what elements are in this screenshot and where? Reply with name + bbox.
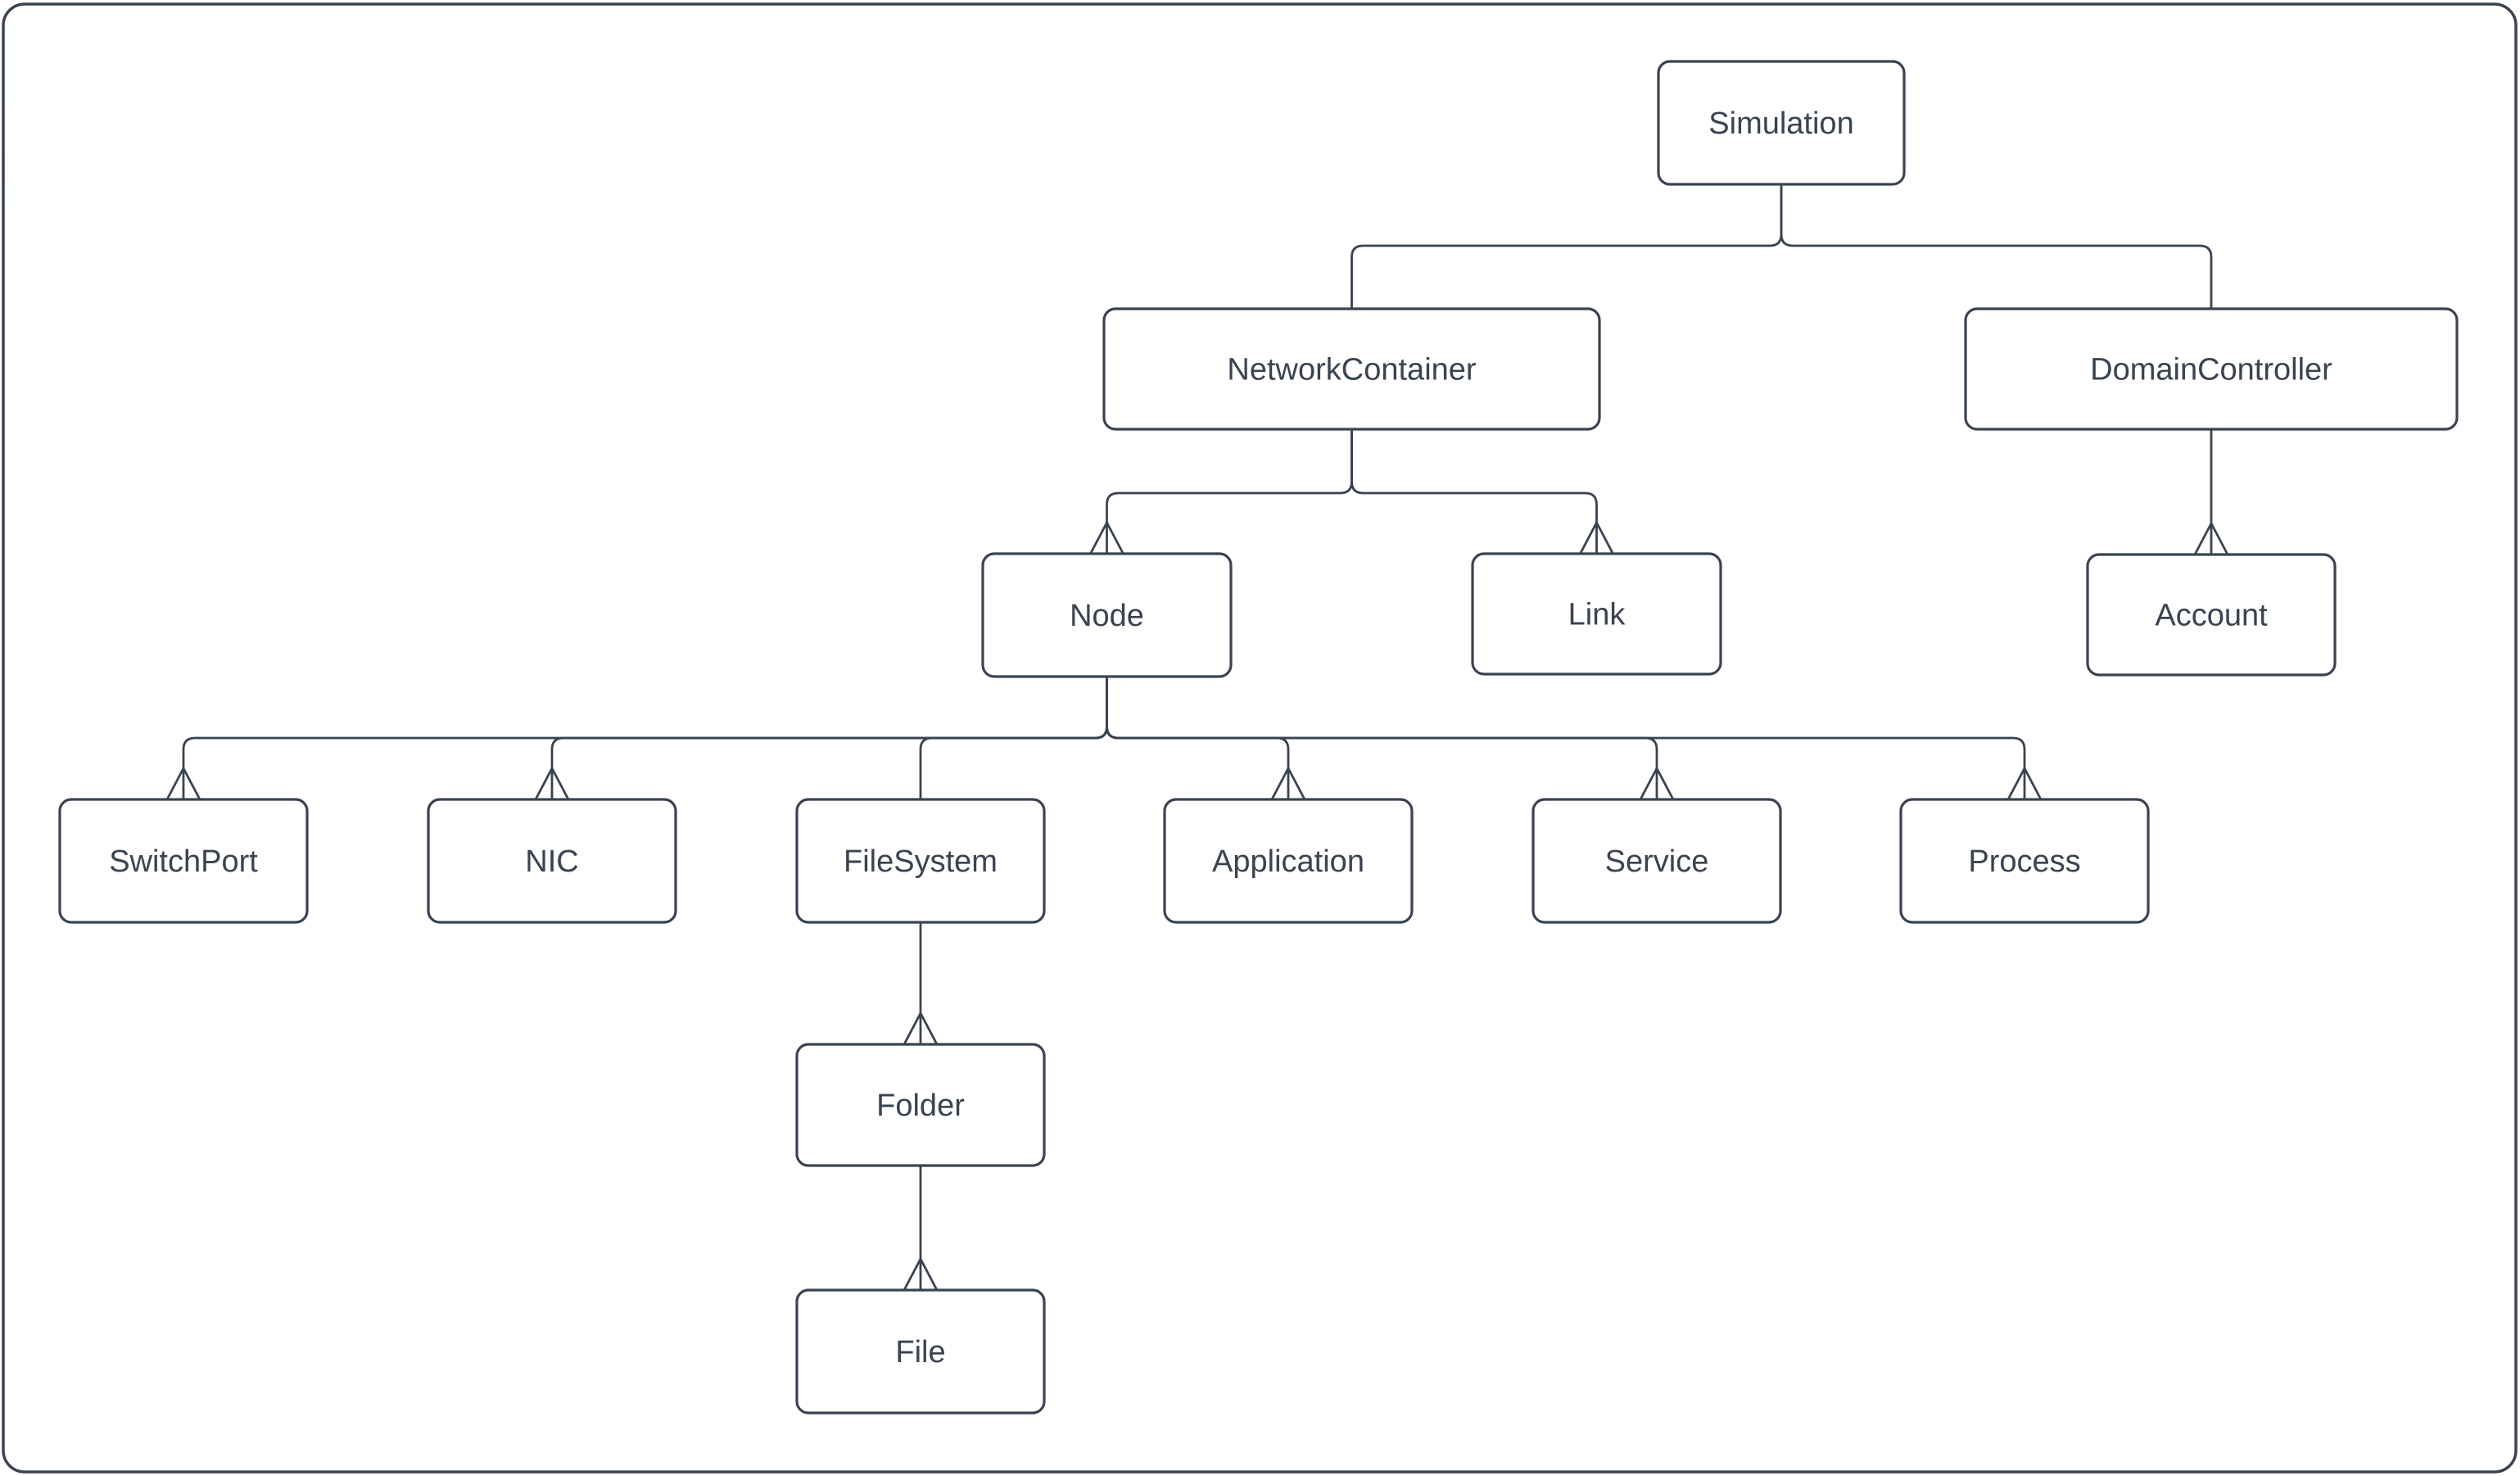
node-box <box>58 798 309 924</box>
node-box <box>981 552 1233 678</box>
diagram-node-switch-port[interactable]: SwitchPort <box>58 798 309 924</box>
diagram-node-folder[interactable]: Folder <box>795 1043 1046 1167</box>
edge-node-to-process <box>1106 677 2026 799</box>
diagram-node-network-container[interactable]: NetworkContainer <box>1102 307 1601 431</box>
diagram-node-application[interactable]: Application <box>1163 798 1414 924</box>
node-label: DomainController <box>2090 353 2332 387</box>
diagram-node-file-system[interactable]: FileSystem <box>795 798 1046 924</box>
node-label: NIC <box>525 844 578 879</box>
node-box <box>1899 798 2150 924</box>
open-arrowhead-icon <box>903 1010 939 1045</box>
node-label: Account <box>2155 599 2268 633</box>
node-label: File <box>895 1335 945 1370</box>
edge-simulation-to-network-container <box>1350 184 1783 309</box>
node-box <box>427 798 677 924</box>
node-box <box>1102 307 1601 431</box>
node-box <box>1531 798 1782 924</box>
open-arrowhead-icon <box>903 1256 939 1291</box>
node-label: Node <box>1070 599 1144 633</box>
node-label: FileSystem <box>844 844 998 879</box>
node-label: Link <box>1568 598 1626 632</box>
node-label: SwitchPort <box>109 844 258 879</box>
open-arrowhead-icon <box>2006 765 2043 800</box>
open-arrowhead-icon <box>1579 519 1614 555</box>
node-box <box>1964 307 2459 431</box>
node-box <box>1163 798 1414 924</box>
open-arrowhead-icon <box>165 765 201 800</box>
diagram-node-simulation[interactable]: Simulation <box>1657 60 1906 186</box>
diagram-node-link[interactable]: Link <box>1471 552 1722 676</box>
open-arrowhead-icon <box>1270 765 1306 800</box>
node-label: Process <box>1968 844 2080 879</box>
diagram-node-node[interactable]: Node <box>981 552 1233 678</box>
edge-network-container-to-link <box>1350 429 1598 554</box>
node-box <box>795 1288 1046 1415</box>
node-label: Simulation <box>1708 106 1853 141</box>
edges-layer <box>165 184 2229 1291</box>
edge-node-to-file-system <box>919 677 1108 799</box>
diagram-node-process[interactable]: Process <box>1899 798 2150 924</box>
open-arrowhead-icon <box>1639 765 1675 800</box>
node-box <box>1657 60 1906 186</box>
open-arrowhead-icon <box>2193 520 2229 555</box>
node-label: Application <box>1212 844 1364 879</box>
node-box <box>2086 553 2337 677</box>
diagram-node-domain-controller[interactable]: DomainController <box>1964 307 2459 431</box>
diagram-node-service[interactable]: Service <box>1531 798 1782 924</box>
node-box <box>1471 552 1722 676</box>
open-arrowhead-icon <box>534 765 570 800</box>
node-label: Service <box>1605 844 1709 879</box>
diagram-node-nic[interactable]: NIC <box>427 798 677 924</box>
node-box <box>795 798 1046 924</box>
edge-simulation-to-domain-controller <box>1780 184 2213 309</box>
diagram-node-file[interactable]: File <box>795 1288 1046 1415</box>
diagram-node-account[interactable]: Account <box>2086 553 2337 677</box>
node-box <box>795 1043 1046 1167</box>
node-label: Folder <box>876 1089 965 1123</box>
open-arrowhead-icon <box>1089 519 1124 555</box>
node-label: NetworkContainer <box>1227 353 1476 387</box>
edge-network-container-to-node <box>1106 429 1353 554</box>
